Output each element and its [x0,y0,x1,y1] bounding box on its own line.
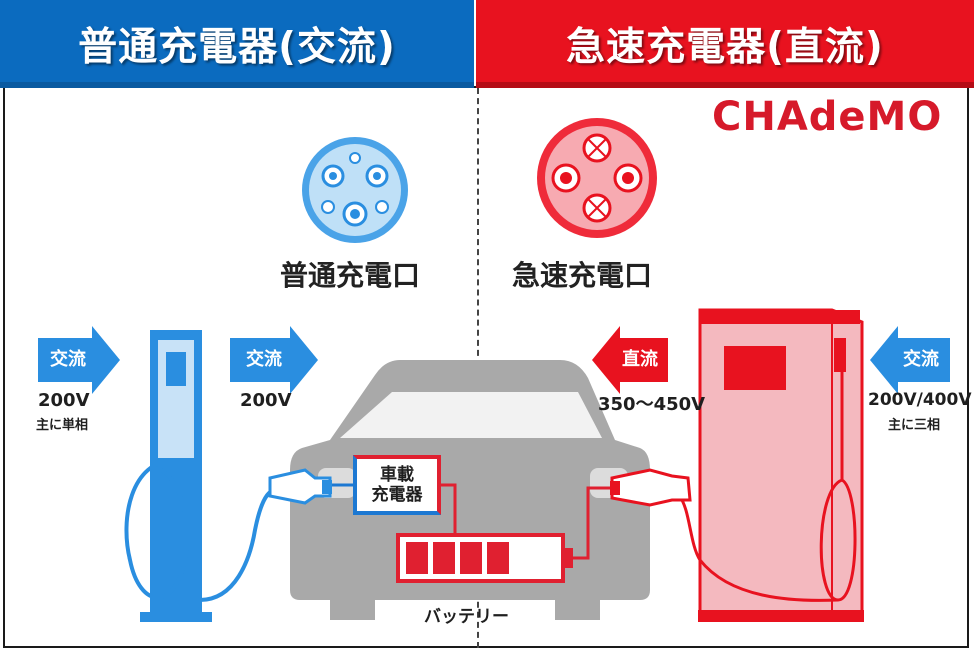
left-input-voltage: 200V [38,390,90,411]
normal-port-icon [302,137,408,243]
onboard-charger-line2: 充電器 [371,485,423,505]
normal-port-label: 普通充電口 [280,259,421,292]
fast-charger-icon [610,308,864,622]
left-output-arrow [230,326,318,394]
right-input-voltage: 200V/400V [868,390,972,410]
battery-icon [396,533,573,583]
onboard-charger-line1: 車載 [380,465,414,485]
onboard-charger-box: 車載 充電器 [353,455,441,515]
fast-port-icon [537,118,657,238]
battery-label: バッテリー [424,607,509,627]
fast-charger-banner: 急速充電器(直流) [476,0,974,88]
chademo-logo: CHAdeMO [712,94,943,140]
left-input-arrow-label: 交流 [50,349,86,370]
right-input-arrow-label: 交流 [903,349,939,370]
banner-underline-right [476,82,974,88]
right-input-arrow [870,326,950,394]
fast-port-label: 急速充電口 [512,259,653,292]
left-input-note: 主に単相 [36,418,89,433]
right-output-arrow-label: 直流 [622,349,658,370]
left-input-arrow [38,326,120,394]
left-output-arrow-label: 交流 [246,349,282,370]
right-output-arrow [592,326,668,394]
right-input-note: 主に三相 [888,418,941,433]
normal-charger-banner: 普通充電器(交流) [0,0,474,88]
left-output-voltage: 200V [240,390,292,411]
banner-underline-left [0,82,474,88]
right-output-voltage: 350～450V [598,394,706,415]
normal-charger-icon [124,330,332,622]
